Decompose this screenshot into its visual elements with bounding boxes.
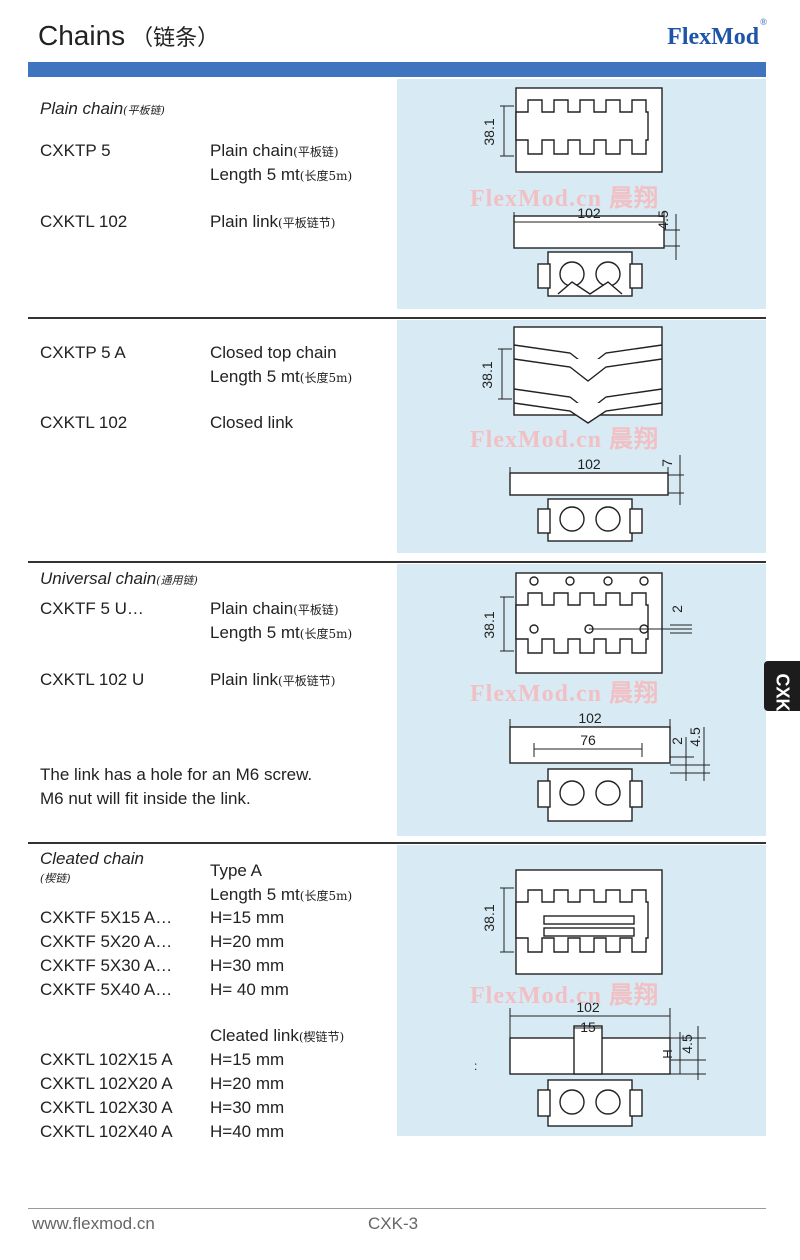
product-code: CXKTP 5 A: [40, 343, 126, 362]
watermark: FlexMod.cn 晨翔: [470, 186, 659, 212]
dim-hole: 2: [669, 605, 685, 613]
brand-logo: FlexMod®: [667, 17, 767, 50]
product-code: CXKTL 102X15 A: [40, 1050, 173, 1069]
product-code: CXKTF 5X20 A…: [40, 932, 173, 951]
product-code: CXKTF 5X40 A…: [40, 980, 173, 999]
product-code: CXKTF 5 U…: [40, 599, 144, 618]
product-code: CXKTF 5X15 A…: [40, 908, 173, 927]
dim-height: 4.5: [655, 210, 671, 230]
product-height: H= 40 mm: [210, 980, 289, 999]
product-desc: Plain chain(平板链): [210, 141, 339, 160]
dim-pitch: 38.1: [481, 611, 497, 638]
product-length: Length 5 mt(长度5m): [210, 165, 353, 184]
product-desc: Plain link(平板链节): [210, 212, 336, 231]
product-length: Length 5 mt(长度5m): [210, 367, 353, 386]
side-tab-cxk: CXK: [764, 661, 800, 712]
dim-h2: 4.5: [687, 727, 703, 747]
product-code: CXKTF 5X30 A…: [40, 956, 173, 975]
cleated-chain-drawing: 38.1 102 15 H 4.5 :: [474, 869, 706, 1127]
product-code: CXKTL 102X20 A: [40, 1074, 173, 1093]
watermark: FlexMod.cn 晨翔: [470, 427, 659, 453]
product-code: CXKTL 102X40 A: [40, 1122, 173, 1141]
product-height: H=15 mm: [210, 1050, 285, 1069]
dim-cleat: 15: [580, 1019, 596, 1035]
dim-pitch: 38.1: [481, 904, 497, 931]
product-height: H=20 mm: [210, 932, 285, 951]
dim-pitch: 38.1: [481, 118, 497, 145]
product-code: CXKTL 102X30 A: [40, 1098, 173, 1117]
dim-width: 102: [578, 710, 602, 726]
cleated-link-label: Cleated link(楔链节): [210, 1026, 345, 1045]
dim-pitch: 38.1: [479, 361, 495, 388]
section-divider: [28, 317, 766, 319]
dim-h-label: H: [660, 1049, 675, 1058]
product-length: Length 5 mt(长度5m): [210, 885, 353, 904]
footer-divider: [28, 1208, 766, 1209]
plain-chain-drawing: 38.1 102 4.5: [481, 87, 680, 297]
product-height: H=20 mm: [210, 1074, 285, 1093]
note-line-2: M6 nut will fit inside the link.: [40, 789, 251, 808]
footer-url: www.flexmod.cn: [32, 1214, 155, 1233]
note-line-1: The link has a hole for an M6 screw.: [40, 765, 313, 784]
dim-h1: 2: [669, 737, 685, 745]
product-desc: Plain chain(平板链): [210, 599, 339, 618]
closed-top-chain-drawing: 38.1 102 7: [479, 326, 684, 542]
universal-chain-drawing: 38.1 2 102 76 2 4.5: [481, 572, 710, 822]
section-title-cleated-cn: (楔链): [40, 872, 71, 885]
product-desc: Closed link: [210, 413, 294, 432]
header-band: [28, 62, 766, 77]
product-height: H=30 mm: [210, 956, 285, 975]
watermark: FlexMod.cn 晨翔: [470, 681, 659, 707]
dim-inner: 76: [580, 732, 596, 748]
product-length: Length 5 mt(长度5m): [210, 623, 353, 642]
product-desc: Plain link(平板链节): [210, 670, 336, 689]
watermark: FlexMod.cn 晨翔: [470, 983, 659, 1009]
section-title-plain: Plain chain(平板链): [40, 99, 165, 118]
section-divider: [28, 561, 766, 563]
product-height: H=40 mm: [210, 1122, 285, 1141]
product-code: CXKTL 102: [40, 212, 128, 231]
section-divider: [28, 842, 766, 844]
product-height: H=30 mm: [210, 1098, 285, 1117]
page-number: CXK-3: [368, 1214, 419, 1233]
dim-height: 4.5: [679, 1034, 695, 1054]
dim-width: 102: [577, 205, 601, 221]
page-title: Chains（链条）: [38, 20, 220, 51]
type-label: Type A: [210, 861, 262, 880]
dim-width: 102: [576, 999, 600, 1015]
product-desc: Closed top chain: [210, 343, 337, 362]
section-title-cleated: Cleated chain: [40, 849, 144, 868]
dim-width: 102: [577, 456, 601, 472]
stray-colon: :: [474, 1059, 477, 1073]
dim-height: 7: [659, 459, 675, 467]
section-title-universal: Universal chain(通用链): [40, 569, 198, 588]
product-code: CXKTL 102 U: [40, 670, 145, 689]
product-height: H=15 mm: [210, 908, 285, 927]
product-code: CXKTP 5: [40, 141, 111, 160]
product-code: CXKTL 102: [40, 413, 128, 432]
